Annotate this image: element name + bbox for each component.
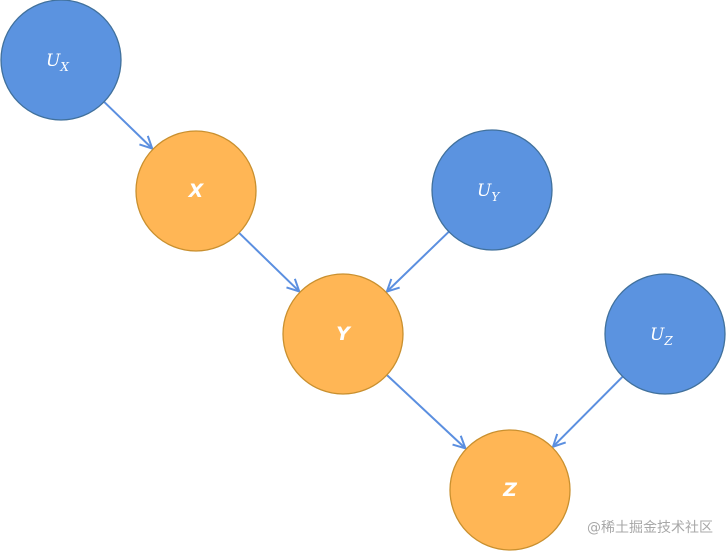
node-UX[interactable]: UX xyxy=(0,0,122,121)
node-label: UX xyxy=(46,51,69,74)
edge-UZ-Z xyxy=(551,375,624,449)
edge-line xyxy=(386,230,450,293)
edge-X-Y xyxy=(238,232,301,294)
edge-UY-Y xyxy=(385,230,450,294)
arrowhead-icon xyxy=(551,433,567,449)
node-Y[interactable]: Y xyxy=(282,273,404,395)
node-Z[interactable]: Z xyxy=(449,429,571,551)
edge-line xyxy=(386,374,467,450)
arrowhead-icon xyxy=(286,278,301,294)
edge-line xyxy=(238,232,300,293)
edge-line xyxy=(103,101,153,150)
node-circle xyxy=(431,129,553,251)
node-UY[interactable]: UY xyxy=(431,129,553,251)
arrowhead-icon xyxy=(452,435,468,450)
node-label: UZ xyxy=(650,325,673,348)
watermark: @稀土掘金技术社区 xyxy=(587,520,713,536)
node-X[interactable]: X xyxy=(135,130,257,252)
node-circle xyxy=(282,273,404,395)
arrowhead-icon xyxy=(385,278,400,294)
node-label: X xyxy=(188,180,205,202)
edge-line xyxy=(552,375,624,448)
node-circle xyxy=(604,273,726,395)
node-UZ[interactable]: UZ xyxy=(604,273,726,395)
arrowhead-icon xyxy=(139,135,154,151)
edge-UX-X xyxy=(103,101,154,151)
node-circle xyxy=(135,130,257,252)
node-label: UY xyxy=(477,181,500,204)
node-circle xyxy=(0,0,122,121)
node-label: Z xyxy=(502,479,518,501)
node-circle xyxy=(449,429,571,551)
node-label: Y xyxy=(336,323,352,345)
edge-Y-Z xyxy=(386,374,468,450)
